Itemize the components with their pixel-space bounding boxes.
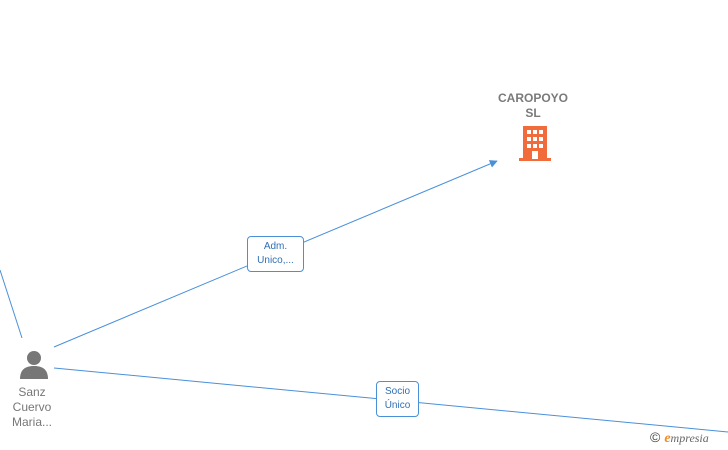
- edge-label-line2: Unico,...: [257, 255, 294, 266]
- company-node-label[interactable]: CAROPOYO SL: [478, 91, 588, 121]
- edge-offscreen-left: [0, 269, 23, 339]
- copyright-icon: ©: [650, 429, 661, 445]
- edge-label-line1: Adm.: [263, 241, 288, 252]
- edge-label-socio-unico[interactable]: Socio Único: [376, 381, 419, 417]
- company-name-line2: SL: [525, 106, 541, 120]
- edge-label-line1: Socio: [384, 386, 410, 397]
- person-name-line2: Cuervo: [12, 400, 52, 414]
- brand-name: mpresia: [670, 431, 709, 445]
- person-name-line3: Maria...: [11, 415, 52, 429]
- edge-label-line2: Único: [384, 400, 411, 411]
- person-node-label[interactable]: Sanz Cuervo Maria...: [0, 385, 64, 430]
- person-name-line1: Sanz: [18, 385, 46, 399]
- person-icon[interactable]: [19, 349, 49, 379]
- brand-watermark: ©empresia: [650, 429, 709, 447]
- brand-initial: e: [664, 431, 671, 446]
- building-icon[interactable]: [519, 126, 551, 162]
- company-name-line1: CAROPOYO: [497, 91, 568, 105]
- edge-label-adm-unico[interactable]: Adm. Unico,...: [247, 236, 304, 272]
